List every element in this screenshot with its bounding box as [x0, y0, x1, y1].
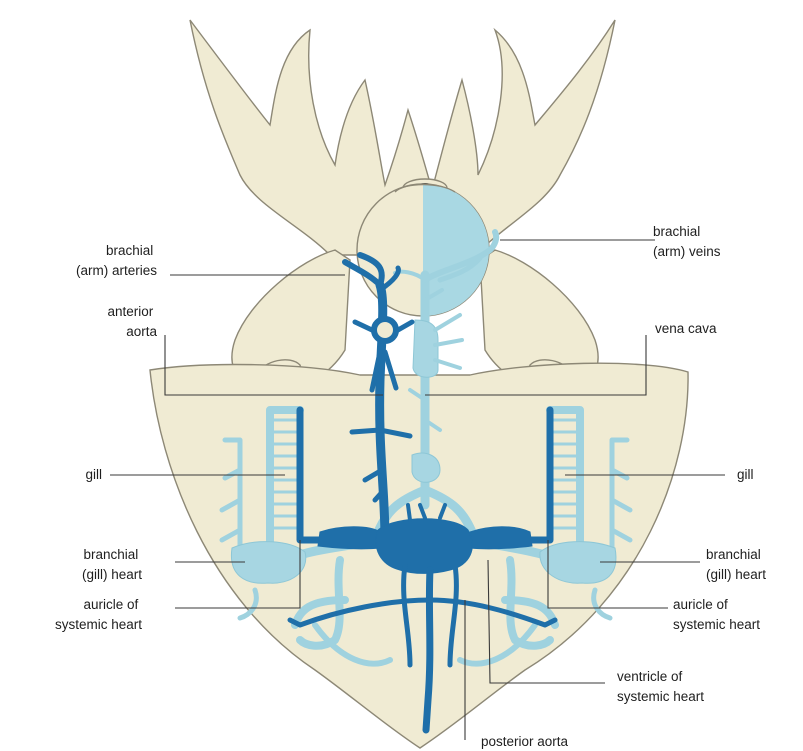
- label-vena-cava: vena cava: [655, 321, 717, 336]
- label-auricle-left: auricle of systemic heart: [55, 597, 142, 632]
- label-anterior-aorta: anterior aorta: [107, 304, 157, 339]
- label-brachial-arteries: brachial (arm) arteries: [76, 243, 157, 278]
- label-gill-left: gill: [85, 467, 102, 482]
- label-auricle-right: auricle of systemic heart: [673, 597, 760, 632]
- label-branchial-heart-right: branchial (gill) heart: [706, 547, 766, 582]
- label-brachial-veins: brachial (arm) veins: [653, 224, 721, 259]
- squid-body: [150, 20, 688, 748]
- label-gill-right: gill: [737, 467, 754, 482]
- right-auricle: [470, 527, 532, 549]
- systemic-ventricle: [376, 519, 472, 574]
- label-ventricle: ventricle of systemic heart: [617, 669, 704, 704]
- left-auricle: [318, 527, 380, 549]
- aortic-ring: [374, 319, 396, 341]
- label-branchial-heart-left: branchial (gill) heart: [82, 547, 142, 582]
- label-posterior-aorta: posterior aorta: [481, 734, 569, 749]
- posterior-aorta: [426, 570, 430, 730]
